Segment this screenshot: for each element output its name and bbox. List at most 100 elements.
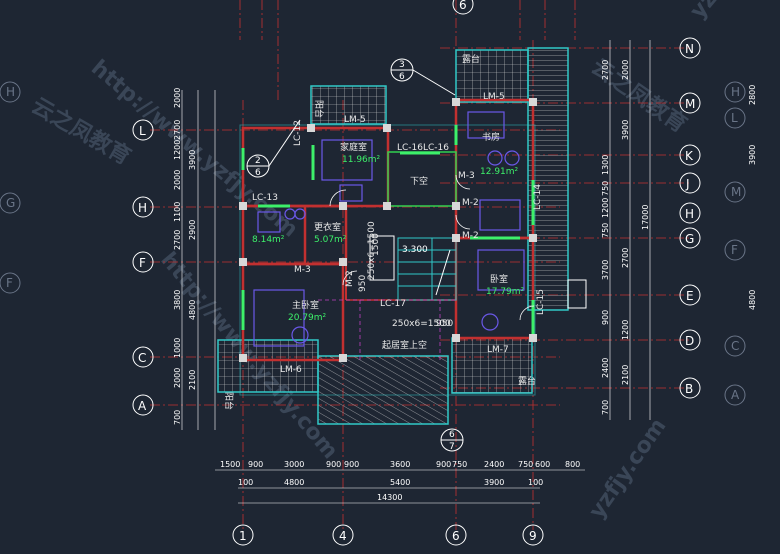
- dim-bottom: 3600: [390, 460, 410, 469]
- tag-m2b: M-2: [462, 231, 479, 241]
- section-markers: [246, 58, 464, 452]
- dim-bottom: 900: [344, 460, 359, 469]
- dim-right: 2700: [621, 248, 630, 268]
- dim-left: 2000: [173, 170, 182, 190]
- dim-bottom: 100: [528, 478, 543, 487]
- terrace-southeast: [451, 337, 533, 394]
- axis-faded-label: G: [6, 196, 15, 210]
- tag-lc17: LC-17: [380, 299, 406, 309]
- dim-bottom: 750: [518, 460, 533, 469]
- dim-left: 1100: [173, 202, 182, 222]
- dim-bottom: 3000: [284, 460, 304, 469]
- axis-label-left: H: [138, 201, 147, 215]
- dimension-lines-right: [609, 40, 651, 420]
- bathtub: [257, 211, 281, 233]
- axis-label-left: C: [138, 351, 146, 365]
- dimension-lines-left: [181, 90, 216, 430]
- dim-left: 700: [173, 410, 182, 425]
- tag-stair-h2: 950: [358, 275, 368, 292]
- room-name-family: 家庭室: [340, 141, 367, 153]
- section-mark-3-bottom: 7: [449, 442, 455, 452]
- structural-lines: [318, 299, 456, 360]
- dim-left: 3900: [188, 150, 197, 170]
- watermark-brand: 云之凤教育: [27, 93, 135, 171]
- watermark-url: yzfjy.com: [584, 414, 671, 523]
- axis-label-bottom: 9: [529, 529, 537, 543]
- tag-stair-b: 250x6=1500: [392, 319, 451, 329]
- tag-lc16b: LC-16: [423, 143, 449, 153]
- dim-total: 14300: [377, 493, 402, 502]
- dim-bottom: 900: [248, 460, 263, 469]
- room-name-void: 下空: [410, 175, 428, 187]
- axis-faded-label: F: [731, 243, 738, 257]
- axis-faded-label: H: [731, 85, 740, 99]
- dim-right: 2100: [621, 365, 630, 385]
- room-area-family: 11.96m²: [342, 155, 381, 165]
- axis-label-right: M: [685, 97, 695, 111]
- axis-label-right: E: [686, 289, 694, 303]
- tag-stair-h1: 1500: [371, 233, 381, 256]
- dim-right: 3900: [621, 120, 630, 140]
- dimension-text-right: 2700 2000 3900 1300 750 1200 750 2700 37…: [601, 60, 757, 415]
- dim-left: 2700: [173, 230, 182, 250]
- axis-label-right: N: [685, 42, 694, 56]
- axis-faded-label: H: [6, 85, 15, 99]
- dim-right-total: 17000: [641, 205, 650, 230]
- section-mark-1-bottom: 6: [399, 72, 405, 82]
- room-name-terrace-south: 露台: [518, 375, 536, 387]
- small-balcony-east: [567, 279, 587, 309]
- dim-right: 750: [601, 223, 610, 238]
- tag-m3: M-3: [294, 265, 311, 275]
- dim-right: 1200: [621, 320, 630, 340]
- room-labels: 家庭室 11.96m² 书房 12.91m² 更衣室 5.07m² 8.14m²…: [223, 53, 536, 410]
- dimension-lines-bottom: [215, 469, 585, 504]
- axis-label-bottom: 4: [339, 529, 347, 543]
- dim-bottom: 900: [436, 460, 451, 469]
- study-shelves: [479, 199, 521, 231]
- tag-lc12: LC-12: [293, 120, 303, 146]
- dim-right: 700: [601, 400, 610, 415]
- dim-left: 2100: [188, 370, 197, 390]
- axis-label-bottom: 6: [452, 529, 460, 543]
- room-area-master: 20.79m²: [288, 313, 327, 323]
- dim-left: 4800: [188, 300, 197, 320]
- tag-lm5: LM-5: [344, 115, 366, 125]
- dim-left: 2000: [173, 88, 182, 108]
- dim-right: 900: [601, 310, 610, 325]
- room-area-bedroom: 17.79m²: [486, 287, 525, 297]
- dim-bottom: 4800: [284, 478, 304, 487]
- dim-right: 2400: [601, 358, 610, 378]
- room-name-master: 主卧室: [292, 299, 319, 311]
- axis-label-right: B: [685, 382, 693, 396]
- master-chair: [291, 326, 309, 344]
- axis-label-right: H: [685, 207, 694, 221]
- dim-bottom: 5400: [390, 478, 410, 487]
- tag-lc15: LC-15: [536, 289, 546, 315]
- room-name-study: 书房: [482, 131, 500, 143]
- dim-bottom: 900: [326, 460, 341, 469]
- element-tags: LM-5 LM-5 LM-6 LM-7 LC-12 LC-13 LC-16 LC…: [252, 92, 546, 375]
- master-bed: [253, 289, 305, 347]
- tag-m3b: M-3: [458, 171, 475, 181]
- tag-lm5b: LM-5: [483, 92, 505, 102]
- section-mark-2-bottom: 6: [255, 168, 261, 178]
- dim-right: 750: [601, 181, 610, 196]
- tag-level: 3.300: [402, 245, 428, 255]
- dim-bottom: 600: [535, 460, 550, 469]
- dim-right: 2000: [621, 60, 630, 80]
- axis-label-bottom: 1: [239, 529, 247, 543]
- axis-label-left: A: [138, 399, 147, 413]
- roof-slope-south: [317, 355, 449, 425]
- section-mark-2-top: 2: [255, 156, 261, 166]
- family-sofa-set: [321, 139, 373, 181]
- room-name-balcony-north: 阳台: [313, 100, 325, 118]
- dim-far-right: 4800: [748, 290, 757, 310]
- tag-lm6: LM-6: [280, 365, 302, 375]
- room-area-bath: 8.14m²: [252, 235, 285, 245]
- tag-m2a: M-2: [462, 198, 479, 208]
- dim-bottom: 3900: [484, 478, 504, 487]
- tag-stair-width: 950: [436, 319, 453, 329]
- faded-axis-markers: [0, 81, 746, 406]
- axis-faded-label: L: [731, 111, 738, 125]
